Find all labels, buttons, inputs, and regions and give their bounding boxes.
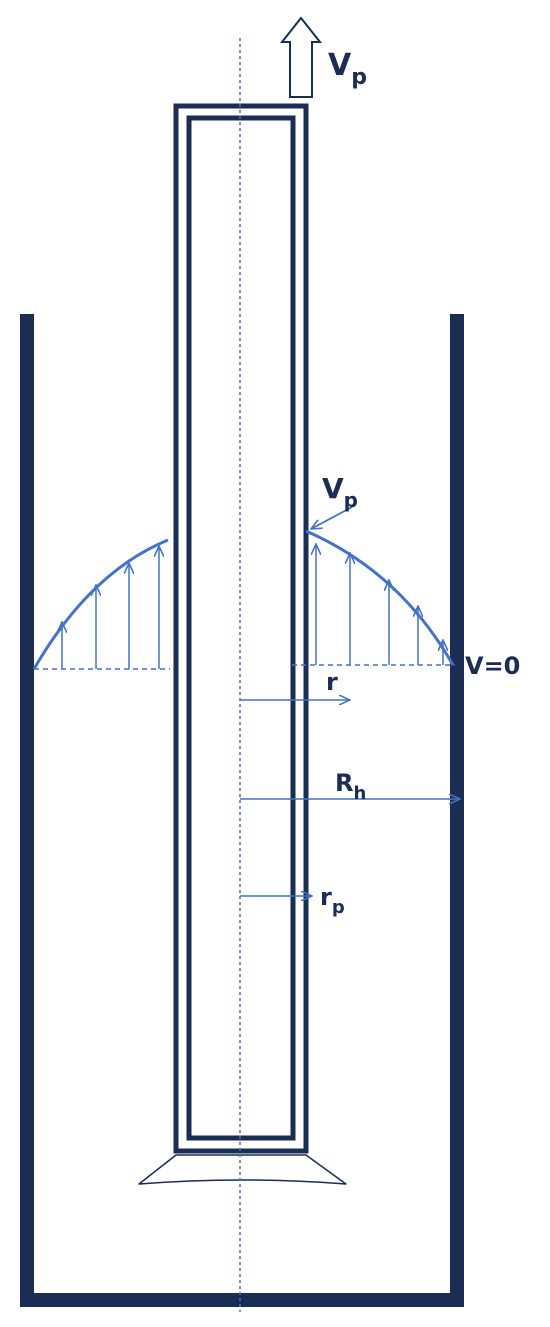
pipe-velocity-label: Vp: [328, 48, 367, 90]
wellbore-wall: [20, 314, 464, 1307]
left-profile-curve: [32, 538, 169, 670]
wall-velocity-pointer: [311, 506, 353, 529]
pipe-radius-label: rp: [320, 883, 345, 918]
radius-label: r: [326, 668, 338, 696]
left-velocity-profile: [32, 538, 170, 670]
hole-radius-label: Rh: [335, 769, 366, 804]
right-velocity-profile: [292, 529, 455, 666]
pipe-motion-arrow-icon: [279, 16, 323, 98]
pipe-shoe: [138, 1154, 347, 1185]
right-profile-curve: [305, 529, 455, 666]
zero-velocity-label: V=0: [465, 652, 520, 680]
pipe-outer-wall: [173, 103, 309, 1154]
pipe-inner-wall: [186, 115, 296, 1141]
wall-velocity-label: Vp: [322, 472, 358, 512]
